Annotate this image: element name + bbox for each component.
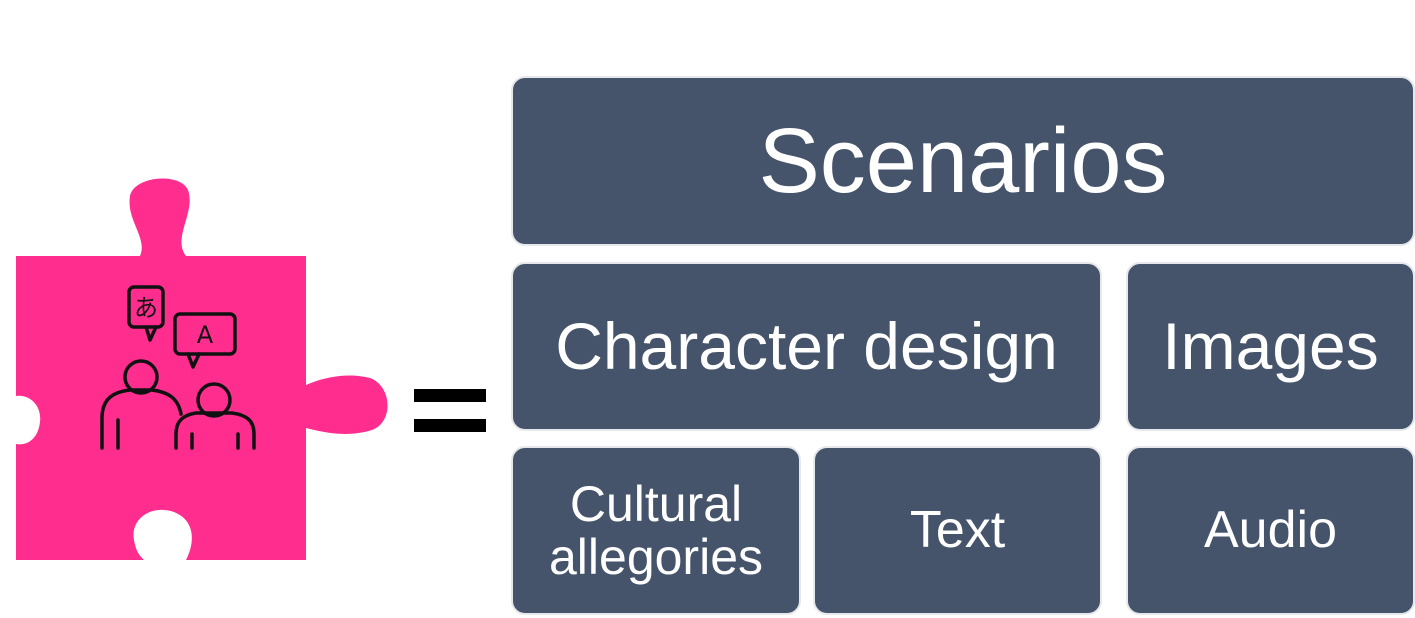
character-design-box: Character design (511, 262, 1102, 431)
images-box: Images (1126, 262, 1415, 431)
cultural-allegories-box: Cultural allegories (511, 446, 801, 615)
audio-box: Audio (1126, 446, 1415, 615)
cultural-label-line1: Cultural (569, 476, 743, 532)
two-people-translation-icon (100, 285, 256, 450)
scenarios-box: Scenarios (511, 76, 1415, 246)
equals-top-bar (414, 389, 486, 402)
images-label: Images (1162, 308, 1379, 383)
scenarios-label: Scenarios (758, 109, 1168, 212)
cultural-label-line2: allegories (548, 528, 763, 585)
equals-bottom-bar (414, 419, 486, 432)
text-label: Text (909, 501, 1006, 560)
bubble-left-glyph: あ (134, 294, 158, 322)
text-box: Text (813, 446, 1102, 615)
character-design-label: Character design (555, 308, 1058, 383)
bubble-right-glyph: A (197, 321, 214, 349)
audio-label: Audio (1204, 501, 1337, 560)
puzzle-piece-shape (16, 178, 388, 560)
